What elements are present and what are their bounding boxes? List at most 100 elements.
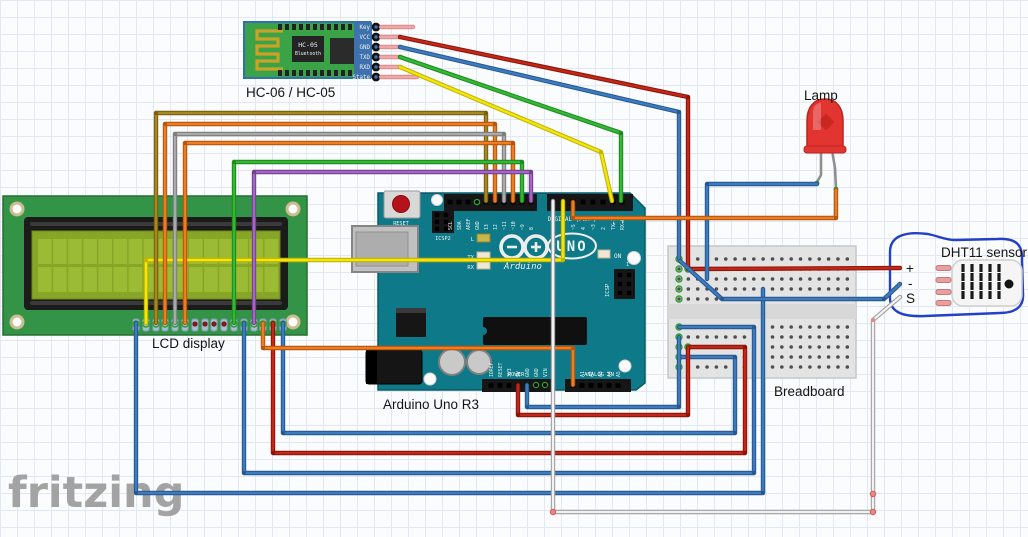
breadboard-hole[interactable]	[695, 297, 700, 301]
breadboard-hole[interactable]	[742, 287, 747, 291]
wire-lcd13-purple-core[interactable]	[252, 170, 533, 325]
breadboard-hole[interactable]	[780, 287, 784, 291]
breadboard-hole[interactable]	[780, 345, 784, 349]
breadboard-hole[interactable]	[817, 257, 822, 261]
digital-pin[interactable]	[447, 199, 453, 205]
breadboard-hole[interactable]	[780, 365, 784, 369]
digital-pin[interactable]	[580, 199, 586, 205]
breadboard-hole[interactable]	[845, 257, 850, 261]
breadboard-hole[interactable]	[770, 325, 775, 329]
breadboard-hole[interactable]	[780, 355, 784, 359]
breadboard-hole[interactable]	[817, 355, 822, 359]
breadboard-hole[interactable]	[808, 345, 812, 349]
breadboard-hole[interactable]	[808, 287, 812, 291]
wire-hc-txd-green[interactable]	[397, 54, 624, 204]
breadboard-hole[interactable]	[798, 335, 803, 339]
breadboard-hole[interactable]	[826, 365, 831, 369]
breadboard-hole[interactable]	[798, 325, 803, 329]
breadboard-hole[interactable]	[677, 277, 681, 281]
breadboard-hole[interactable]	[845, 345, 850, 349]
breadboard-hole[interactable]	[686, 335, 691, 339]
breadboard-hole[interactable]	[733, 277, 737, 281]
breadboard-hole[interactable]	[761, 257, 765, 261]
breadboard-hole[interactable]	[752, 287, 756, 291]
header-pin[interactable]	[588, 383, 594, 388]
breadboard-hole[interactable]	[770, 277, 775, 281]
breadboard-hole[interactable]	[845, 287, 850, 291]
dht-pin[interactable]	[935, 265, 952, 271]
wire-lamp-orange-core[interactable]	[571, 188, 838, 220]
breadboard-hole[interactable]	[798, 365, 803, 369]
breadboard-hole[interactable]	[742, 335, 747, 339]
breadboard-hole[interactable]	[695, 257, 700, 261]
breadboard-hole[interactable]	[780, 325, 784, 329]
breadboard-hole[interactable]	[695, 335, 700, 339]
breadboard-hole[interactable]	[798, 345, 803, 349]
digital-pin[interactable]	[465, 199, 471, 205]
breadboard-hole[interactable]	[798, 257, 803, 261]
header-pin[interactable]	[597, 383, 603, 388]
breadboard-hole[interactable]	[817, 345, 822, 349]
header-pin[interactable]	[506, 383, 512, 388]
breadboard-hole[interactable]	[817, 335, 822, 339]
breadboard-hole[interactable]	[845, 335, 850, 339]
breadboard-hole[interactable]	[695, 365, 700, 369]
breadboard-hole[interactable]	[714, 257, 719, 261]
lamp-led[interactable]	[803, 98, 847, 192]
dht11-sensor[interactable]: + - S	[888, 232, 1025, 318]
header-pin[interactable]	[542, 383, 548, 388]
header-pin[interactable]	[606, 383, 612, 388]
breadboard-hole[interactable]	[761, 277, 765, 281]
wire-bb-dht-plus-red-core[interactable]	[686, 266, 902, 271]
breadboard-hole[interactable]	[808, 257, 812, 261]
dht-body[interactable]	[951, 259, 1023, 307]
breadboard-hole[interactable]	[817, 365, 822, 369]
breadboard-hole[interactable]	[798, 277, 803, 281]
breadboard-hole[interactable]	[780, 335, 784, 339]
breadboard-hole[interactable]	[789, 345, 793, 349]
breadboard-hole[interactable]	[826, 287, 831, 291]
wire-arduino-5v-red-core[interactable]	[516, 345, 690, 417]
breadboard-hole[interactable]	[789, 355, 793, 359]
breadboard-hole[interactable]	[836, 325, 840, 329]
breadboard-hole[interactable]	[714, 287, 719, 291]
header-pin[interactable]	[579, 383, 585, 388]
breadboard-hole[interactable]	[752, 257, 756, 261]
digital-pin[interactable]	[600, 199, 606, 205]
breadboard-hole[interactable]	[733, 257, 737, 261]
breadboard-hole[interactable]	[817, 325, 822, 329]
breadboard-hole[interactable]	[817, 277, 822, 281]
breadboard-hole[interactable]	[723, 287, 728, 291]
dht-pin[interactable]	[935, 277, 952, 283]
breadboard-hole[interactable]	[789, 365, 793, 369]
breadboard-hole[interactable]	[742, 257, 747, 261]
breadboard-hole[interactable]	[789, 257, 793, 261]
breadboard-hole[interactable]	[845, 277, 850, 281]
breadboard-hole[interactable]	[826, 277, 831, 281]
breadboard-hole[interactable]	[789, 335, 793, 339]
breadboard-hole[interactable]	[798, 287, 803, 291]
breadboard-hole[interactable]	[686, 287, 691, 291]
breadboard-hole[interactable]	[705, 335, 709, 339]
breadboard-hole[interactable]	[770, 355, 775, 359]
header-pin[interactable]	[533, 383, 539, 388]
breadboard-hole[interactable]	[723, 277, 728, 281]
breadboard-hole[interactable]	[742, 277, 747, 281]
breadboard-hole[interactable]	[686, 297, 691, 301]
breadboard-hole[interactable]	[845, 365, 850, 369]
wire-lcd14-orange-a0-core[interactable]	[261, 321, 575, 387]
breadboard-hole[interactable]	[714, 297, 719, 301]
breadboard-hole[interactable]	[817, 287, 822, 291]
wire-hc-txd-green-core[interactable]	[398, 55, 623, 203]
breadboard-hole[interactable]	[808, 325, 812, 329]
breadboard-hole[interactable]	[770, 335, 775, 339]
breadboard-hole[interactable]	[714, 335, 719, 339]
digital-pin[interactable]	[456, 199, 462, 205]
wire-lcd2-yellow-core[interactable]	[144, 199, 565, 325]
wire-arduino-gnd-blue-core[interactable]	[525, 335, 681, 409]
breadboard-hole[interactable]	[723, 365, 728, 369]
breadboard-hole[interactable]	[752, 277, 756, 281]
header-pin[interactable]	[497, 383, 503, 388]
header-pin[interactable]	[615, 383, 621, 388]
breadboard-hole[interactable]	[686, 277, 691, 281]
